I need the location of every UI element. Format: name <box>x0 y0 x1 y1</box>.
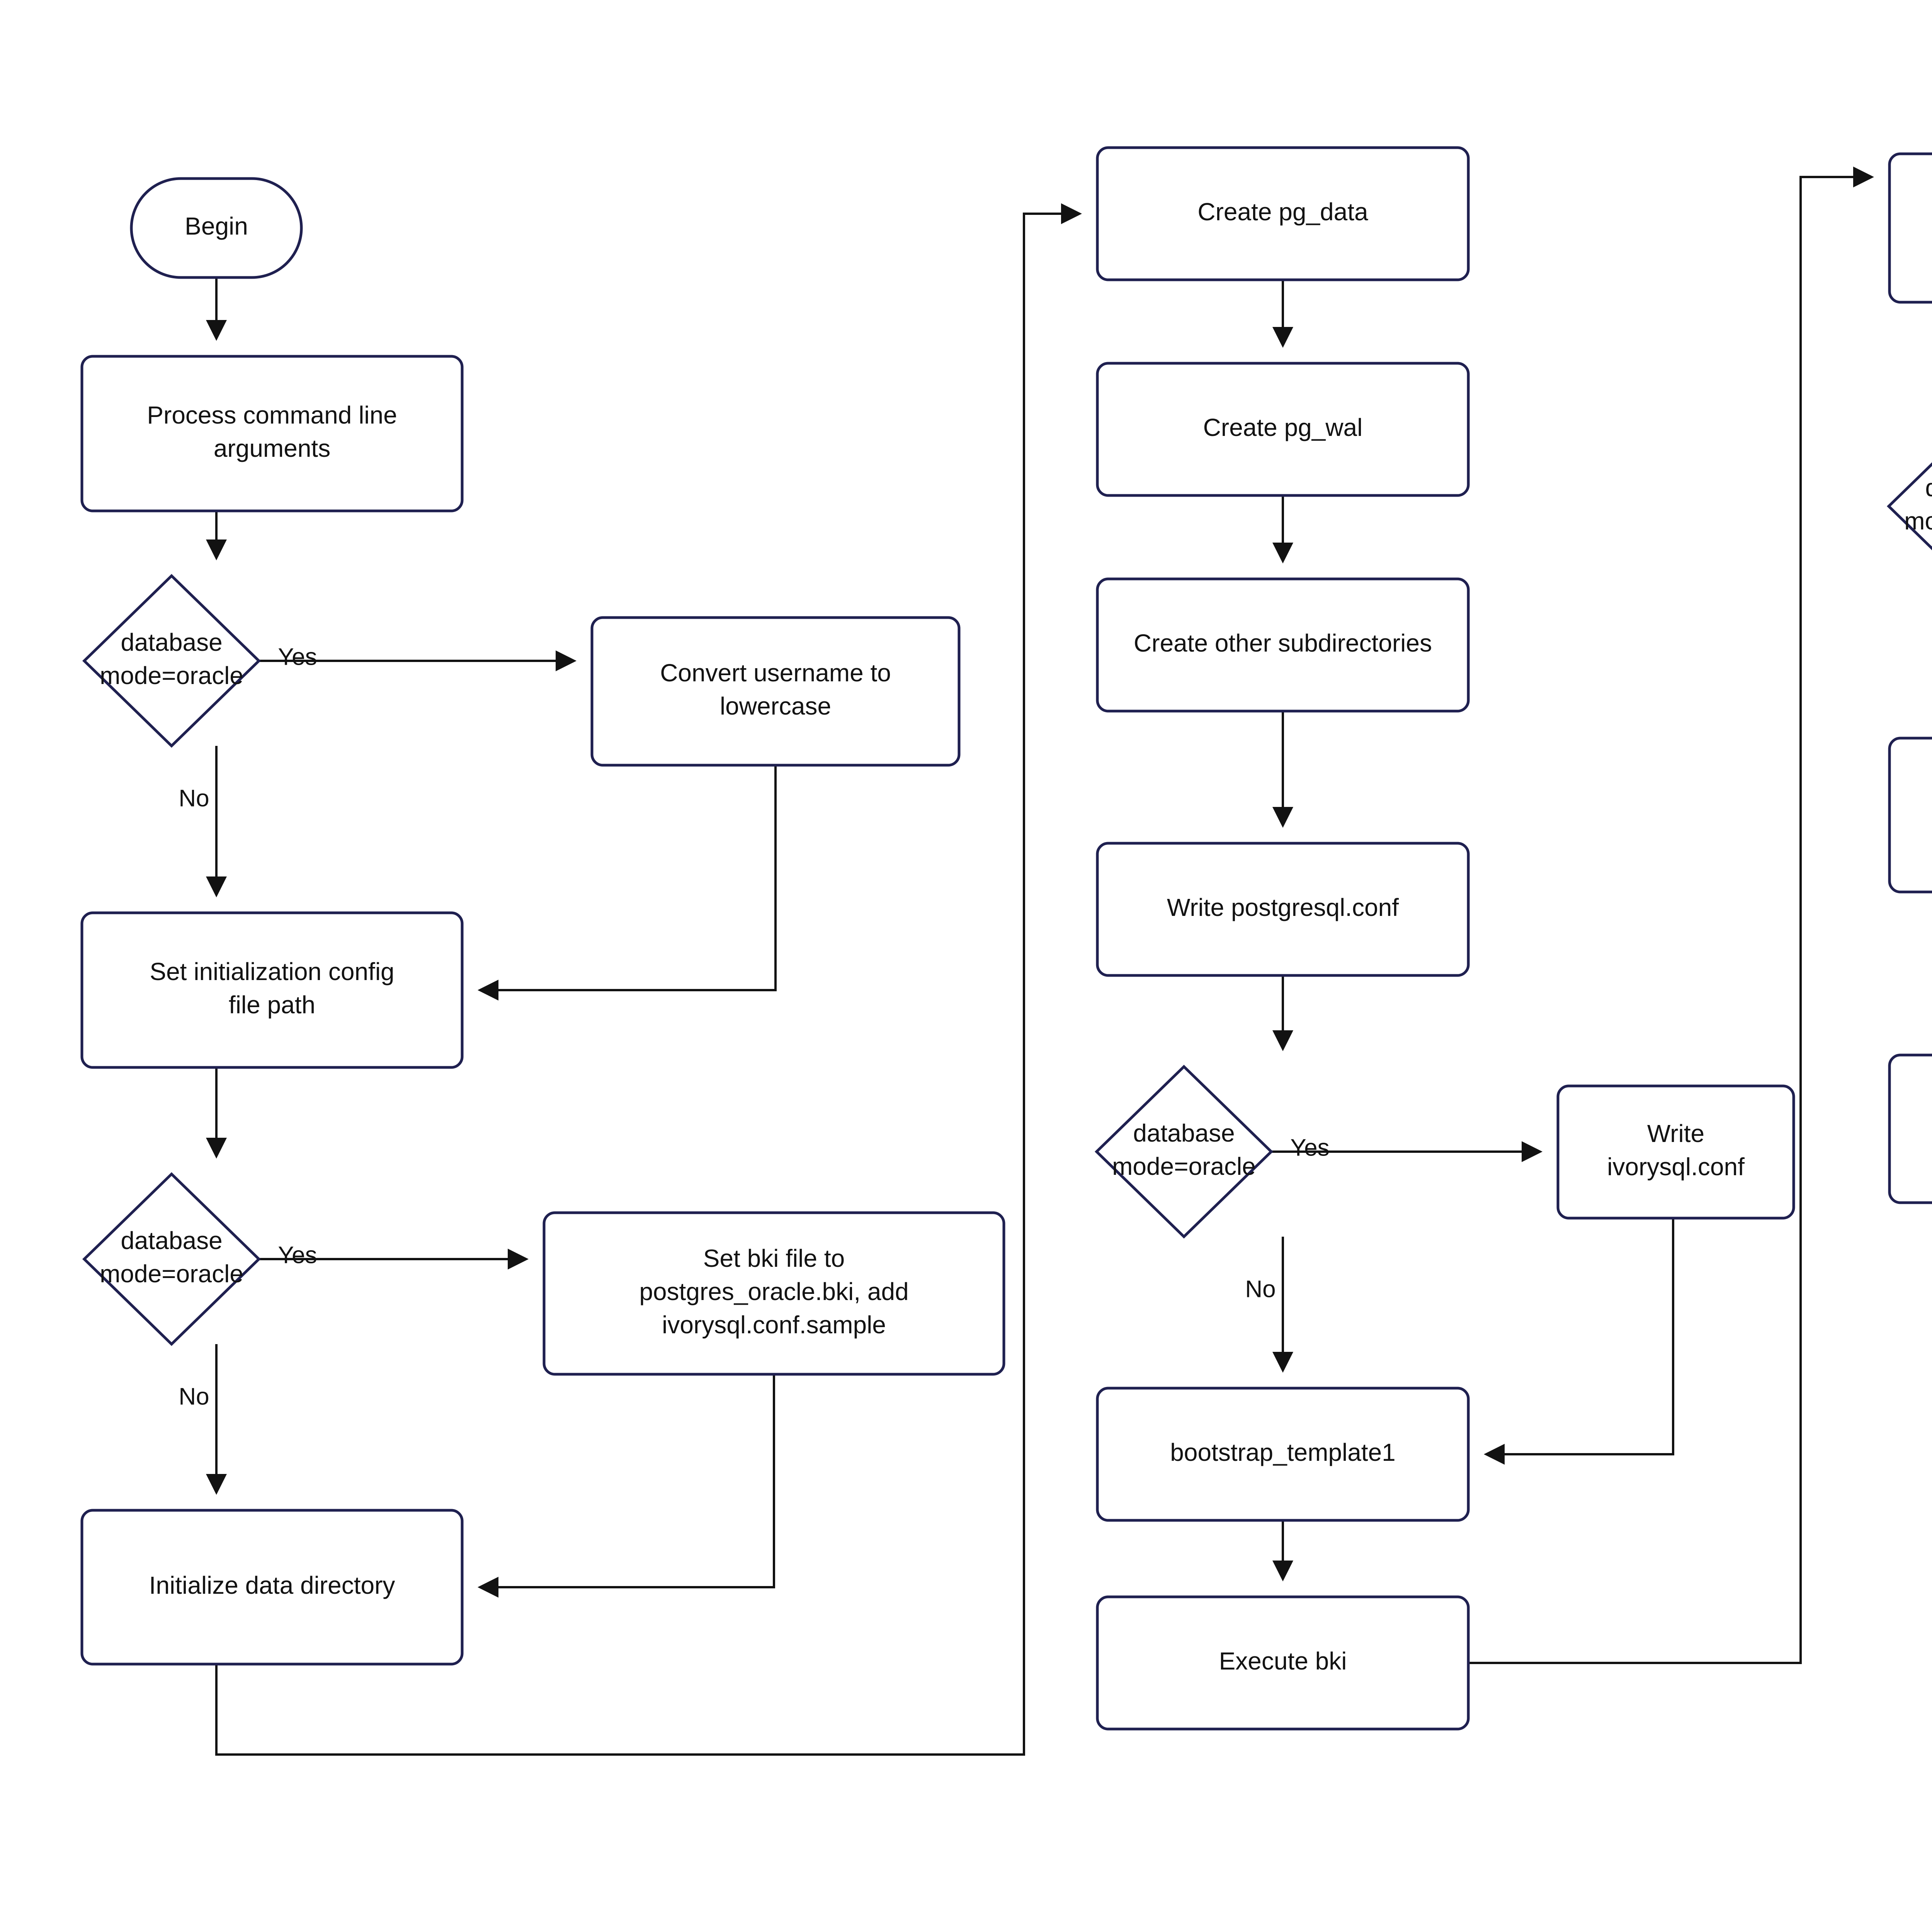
edge-init_data_dir-to-create_pg_data <box>215 203 1082 1756</box>
node-bootstrap_t1[interactable]: bootstrap_template1 <box>1096 1387 1470 1522</box>
node-load_templates[interactable]: Load template0, postgres,ivorysql databa… <box>1888 737 1932 893</box>
edge-write_ivoryconf-to-bootstrap_t1 <box>1484 1218 1674 1465</box>
edge-path <box>1484 1218 1674 1465</box>
node-label: Create pg_data <box>1197 198 1368 226</box>
node-label: Initialize data directory <box>149 1571 395 1599</box>
node-shape-process <box>1888 1053 1932 1204</box>
node-shape-process <box>1888 737 1932 893</box>
node-shape-process <box>1096 146 1470 281</box>
node-label: Write postgresql.conf <box>1167 893 1399 921</box>
node-shape-process <box>80 911 464 1069</box>
node-shape-process <box>80 1509 464 1666</box>
node-shape-decision <box>82 1172 261 1346</box>
edge-dec_mode_2-to-set_bki: Yes <box>259 1242 529 1270</box>
node-begin[interactable]: Begin <box>130 177 303 279</box>
node-shape-process <box>1096 1595 1470 1731</box>
edge-label: Yes <box>278 1242 317 1268</box>
node-shape-decision <box>1094 1065 1274 1239</box>
node-shape-process <box>1096 362 1470 497</box>
edge-label: Yes <box>278 643 317 670</box>
node-create_subdirs[interactable]: Create other subdirectories <box>1096 577 1470 713</box>
node-shape-terminator <box>130 177 303 279</box>
edge-set_bki-to-init_data_dir <box>478 1374 775 1598</box>
node-label: Begin <box>185 212 248 240</box>
edge-path <box>478 1374 775 1598</box>
edge-execute_bki-to-init_db_objects <box>1468 167 1874 1664</box>
node-write_pgconf[interactable]: Write postgresql.conf <box>1096 842 1470 977</box>
edge-dec_mode_1-to-set_config_path: No <box>179 746 227 897</box>
node-shape-process <box>1556 1084 1795 1220</box>
node-shape-process <box>1096 1387 1470 1522</box>
node-print_done[interactable]: Print completion message <box>1888 1053 1932 1204</box>
node-label: Create other subdirectories <box>1134 629 1432 657</box>
node-shape-process <box>1096 842 1470 977</box>
node-shape-process <box>543 1211 1005 1376</box>
edge-path <box>478 765 777 1001</box>
edge-dec_mode_2-to-init_data_dir: No <box>179 1344 227 1495</box>
node-label: Create pg_wal <box>1203 414 1363 441</box>
node-label: bootstrap_template1 <box>1170 1438 1396 1466</box>
edge-label: No <box>179 1383 209 1410</box>
node-create_pg_data[interactable]: Create pg_data <box>1096 146 1470 281</box>
edge-label: No <box>179 785 209 812</box>
node-label: Execute bki <box>1219 1647 1347 1675</box>
edge-dec_mode_3-to-write_ivoryconf: Yes <box>1271 1134 1543 1162</box>
edge-label: Yes <box>1290 1134 1329 1161</box>
edge-label: No <box>1245 1276 1276 1302</box>
node-label: Load template0, postgres,ivorysql databa… <box>1930 783 1932 844</box>
edge-convert_username-to-set_config_path <box>478 765 777 1001</box>
edges-layer: YesNoYesNoYesNoYesNo <box>179 167 1874 1756</box>
node-shape-process <box>80 355 464 512</box>
node-init_db_objects[interactable]: Initialize database objects <box>1888 152 1932 304</box>
node-shape-process <box>590 616 961 767</box>
edge-dec_mode_3-to-bootstrap_t1: No <box>1245 1237 1293 1373</box>
node-create_pg_wal[interactable]: Create pg_wal <box>1096 362 1470 497</box>
edge-path <box>215 203 1082 1756</box>
edge-dec_mode_1-to-convert_username: Yes <box>259 643 577 671</box>
node-label: Print completion message <box>1931 1113 1932 1141</box>
node-shape-process <box>1888 152 1932 304</box>
node-shape-decision <box>82 574 261 748</box>
node-shape-decision <box>1886 462 1932 550</box>
node-shape-process <box>1096 577 1470 713</box>
edge-path <box>1468 167 1874 1664</box>
node-execute_bki[interactable]: Execute bki <box>1096 1595 1470 1731</box>
node-init_data_dir[interactable]: Initialize data directory <box>80 1509 464 1666</box>
